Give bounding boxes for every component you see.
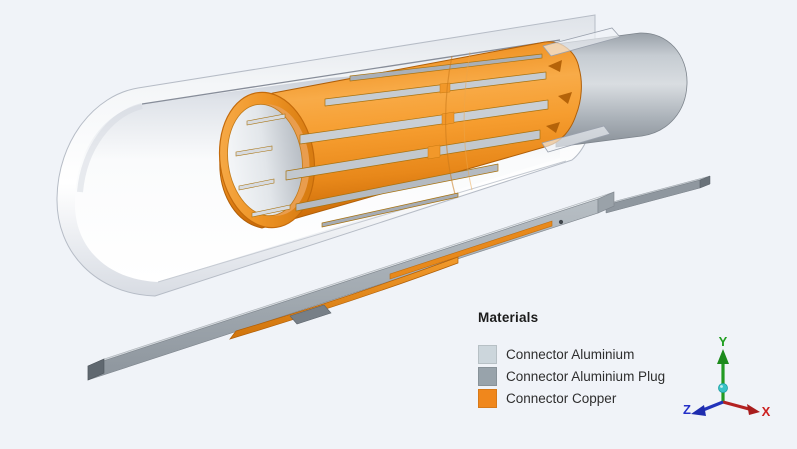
axis-x-arrowhead xyxy=(747,404,760,415)
legend-row-copper: Connector Copper xyxy=(478,389,665,408)
legend-label-aluminium-plug: Connector Aluminium Plug xyxy=(506,369,666,384)
axis-triad: Y X Z xyxy=(683,334,771,419)
bar-right-end-face xyxy=(597,191,615,214)
axis-z-arrowhead xyxy=(691,405,706,416)
tube-inner-top-edge xyxy=(141,39,561,105)
plug-bar-assembly xyxy=(87,175,711,381)
bar-left-end-face xyxy=(87,358,105,381)
legend-row-aluminium: Connector Aluminium xyxy=(478,345,665,364)
legend-row-aluminium-plug: Connector Aluminium Plug xyxy=(478,367,665,386)
bar-copper-leaf xyxy=(229,256,459,340)
tube-inner-bottom-edge xyxy=(157,160,567,283)
axis-x-label: X xyxy=(762,404,771,419)
cage-seam-2 xyxy=(463,51,473,191)
legend-swatch-aluminium xyxy=(478,345,497,364)
tube-rim-shade xyxy=(77,103,143,193)
aluminium-plug xyxy=(555,32,688,148)
legend-label-aluminium: Connector Aluminium xyxy=(506,347,635,362)
tube-end-translucent-rims xyxy=(541,27,621,153)
axis-origin-highlight xyxy=(720,385,723,388)
bar-thin-rod xyxy=(605,175,711,214)
cage-slots xyxy=(285,53,549,228)
legend-swatch-copper xyxy=(478,389,497,408)
axis-z-line xyxy=(702,400,724,412)
bar-tab xyxy=(289,304,332,325)
axis-x-line xyxy=(722,400,750,411)
axis-origin-sphere xyxy=(718,383,728,393)
legend-swatch-aluminium-plug xyxy=(478,367,497,386)
connector-assembly xyxy=(56,14,688,297)
cage-seam xyxy=(445,55,456,195)
materials-legend: Materials Connector Aluminium Connector … xyxy=(478,310,665,411)
cage-nose-notches xyxy=(546,60,572,133)
axis-z-label: Z xyxy=(683,402,691,417)
legend-label-copper: Connector Copper xyxy=(506,391,617,406)
axis-y-label: Y xyxy=(719,334,728,349)
axis-y-arrowhead xyxy=(717,349,729,364)
copper-cage xyxy=(218,41,582,229)
bar-copper-strip xyxy=(389,220,553,280)
cage-ring-slots xyxy=(235,113,291,218)
bar-hole xyxy=(558,219,564,225)
legend-title: Materials xyxy=(478,310,539,325)
